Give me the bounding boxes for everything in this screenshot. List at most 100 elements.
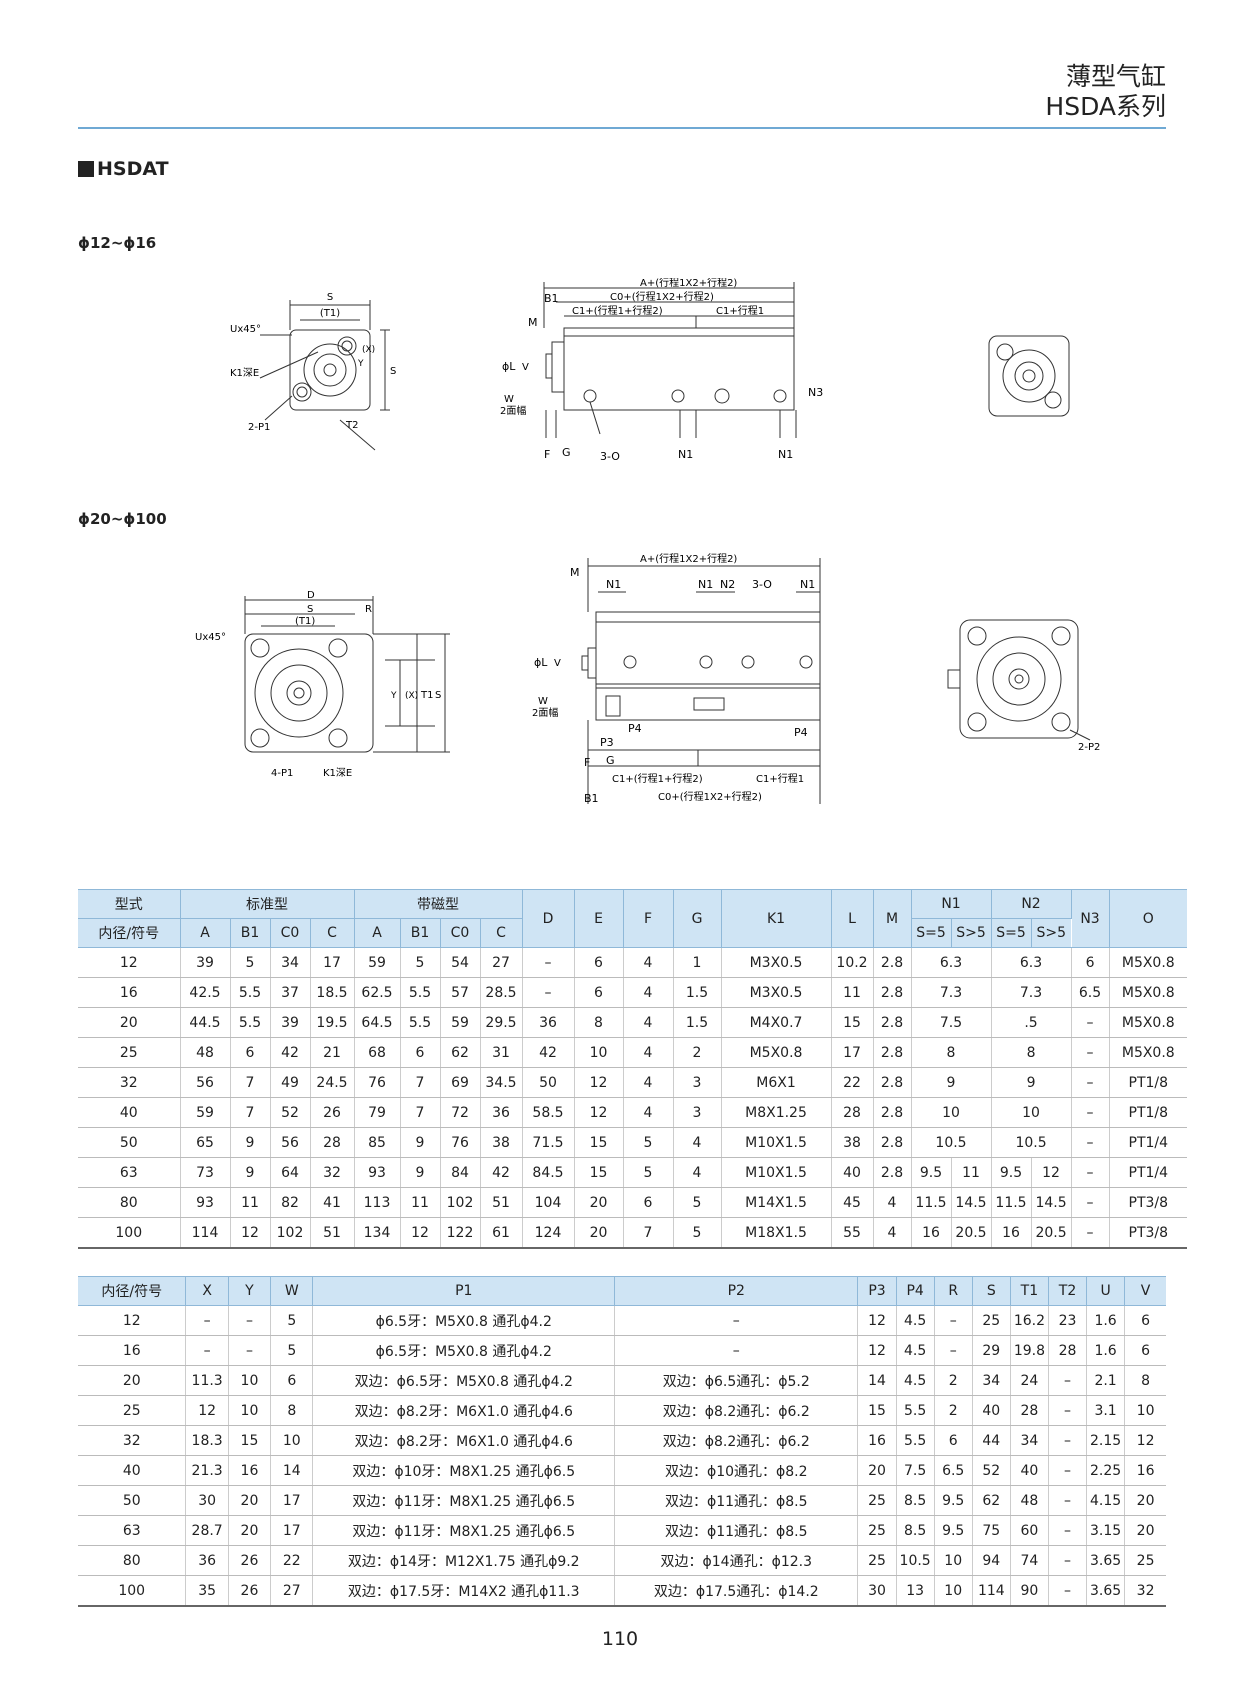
table-cell: 16 xyxy=(911,1217,952,1249)
th-std-c0: C0 xyxy=(270,918,311,948)
catalog-title: 薄型气缸 xyxy=(1065,62,1166,91)
table-cell: 30 xyxy=(857,1575,897,1607)
table-cell: 11 xyxy=(400,1187,441,1218)
table-cell: 124 xyxy=(522,1217,575,1249)
table-cell: 93 xyxy=(354,1157,401,1188)
table-cell: 27 xyxy=(270,1575,314,1607)
dim-c1a: C1+(行程1+行程2) xyxy=(572,304,663,317)
table-cell: M5X0.8 xyxy=(1109,947,1188,978)
table-cell: 36 xyxy=(522,1007,575,1038)
table-cell: 34.5 xyxy=(480,1067,523,1098)
table-cell: 42 xyxy=(522,1037,575,1068)
dim-b1: B1 xyxy=(584,792,599,805)
table2-header-cell: P4 xyxy=(896,1276,935,1306)
table-cell: 28 xyxy=(1010,1395,1049,1426)
table-cell: 62 xyxy=(972,1485,1011,1516)
table-cell: 32 xyxy=(78,1425,187,1456)
table-cell: 21 xyxy=(310,1037,355,1068)
table-cell: 7.3 xyxy=(991,977,1072,1008)
table-cell: 52 xyxy=(270,1097,311,1128)
table-cell: 2.8 xyxy=(873,1037,912,1068)
table-cell: 85 xyxy=(354,1127,401,1158)
th-std-a: A xyxy=(180,918,231,948)
table-cell: 51 xyxy=(480,1187,523,1218)
table-cell: 双边：ϕ10牙：M8X1.25 通孔ϕ6.5 xyxy=(312,1455,616,1486)
table-cell: 100 xyxy=(78,1217,181,1249)
table2-header-cell: T2 xyxy=(1048,1276,1088,1306)
table-cell: 7 xyxy=(400,1067,441,1098)
table-cell: 5.5 xyxy=(230,977,271,1008)
table-cell: 29 xyxy=(972,1335,1011,1366)
table-cell: 9.5 xyxy=(911,1157,952,1188)
table-cell: 6.3 xyxy=(991,947,1072,978)
table-cell: 64 xyxy=(270,1157,311,1188)
table-cell: 5.5 xyxy=(230,1007,271,1038)
table-cell: – xyxy=(185,1335,229,1366)
table-cell: – xyxy=(1071,1067,1110,1098)
table-cell: PT1/8 xyxy=(1109,1067,1188,1098)
table2-header-cell: T1 xyxy=(1010,1276,1049,1306)
table-cell: 10.5 xyxy=(991,1127,1072,1158)
table-cell: 1.6 xyxy=(1086,1305,1126,1336)
table-cell: 25 xyxy=(857,1515,897,1546)
table-cell: 9 xyxy=(230,1127,271,1158)
table-cell: 40 xyxy=(1010,1455,1049,1486)
th-n1-sgt5: S>5 xyxy=(951,918,992,948)
table-cell: 114 xyxy=(972,1575,1011,1607)
table-cell: 17 xyxy=(310,947,355,978)
th-d: D xyxy=(522,889,575,948)
table-cell: 79 xyxy=(354,1097,401,1128)
table-cell: 9.5 xyxy=(991,1157,1032,1188)
dim-w2: 2面幅 xyxy=(532,706,558,719)
table-cell: 20 xyxy=(857,1455,897,1486)
table-cell: – xyxy=(934,1305,973,1336)
dim-p1: 4-P1 xyxy=(271,768,293,779)
dim-f: F xyxy=(544,448,550,461)
large-back-drawing: 2-P2 xyxy=(947,619,1100,753)
table-cell: 12 xyxy=(78,947,181,978)
table-cell: 29.5 xyxy=(480,1007,523,1038)
table-cell: 16 xyxy=(228,1455,272,1486)
table-cell: 14.5 xyxy=(1031,1187,1072,1218)
table-cell: 51 xyxy=(310,1217,355,1249)
table-cell: 10 xyxy=(270,1425,314,1456)
table-cell: 18.3 xyxy=(185,1425,229,1456)
dim-v: V xyxy=(554,658,561,669)
dim-w: W xyxy=(504,394,514,405)
table2-header-cell: V xyxy=(1124,1276,1166,1306)
table-cell: M10X1.5 xyxy=(721,1127,832,1158)
table-cell: 52 xyxy=(972,1455,1011,1486)
dim-a: A+(行程1X2+行程2) xyxy=(640,278,737,289)
dim-phil: ϕL xyxy=(534,656,548,669)
table-cell: 12 xyxy=(1031,1157,1072,1188)
table-cell: 16.2 xyxy=(1010,1305,1049,1336)
table-cell: ϕ6.5牙：M5X0.8 通孔ϕ4.2 xyxy=(312,1305,616,1336)
table-cell: 20 xyxy=(574,1187,624,1218)
table-cell: 49 xyxy=(270,1067,311,1098)
table-cell: 102 xyxy=(270,1217,311,1249)
table-cell: 8 xyxy=(574,1007,624,1038)
table-cell: 4 xyxy=(623,1007,674,1038)
catalog-subtitle: HSDA系列 xyxy=(1045,92,1166,121)
dim-n2: N2 xyxy=(720,578,735,591)
dim-s-side: S xyxy=(390,366,396,377)
dim-x: (X) xyxy=(405,691,418,701)
table-cell: 74 xyxy=(1010,1545,1049,1576)
table-cell: 68 xyxy=(354,1037,401,1068)
table-cell: M3X0.5 xyxy=(721,977,832,1008)
table-cell: 114 xyxy=(180,1217,231,1249)
table-cell: 30 xyxy=(185,1485,229,1516)
table-cell: 7.5 xyxy=(896,1455,935,1486)
th-k1: K1 xyxy=(721,889,832,948)
table-cell: – xyxy=(614,1305,859,1336)
th-m: M xyxy=(873,889,912,948)
table-cell: 82 xyxy=(270,1187,311,1218)
table-cell: 双边：ϕ8.2牙：M6X1.0 通孔ϕ4.6 xyxy=(312,1425,616,1456)
dim-c0: C0+(行程1X2+行程2) xyxy=(658,790,762,803)
table-cell: 17 xyxy=(270,1485,314,1516)
table-cell: 59 xyxy=(354,947,401,978)
table-cell: 62 xyxy=(440,1037,481,1068)
